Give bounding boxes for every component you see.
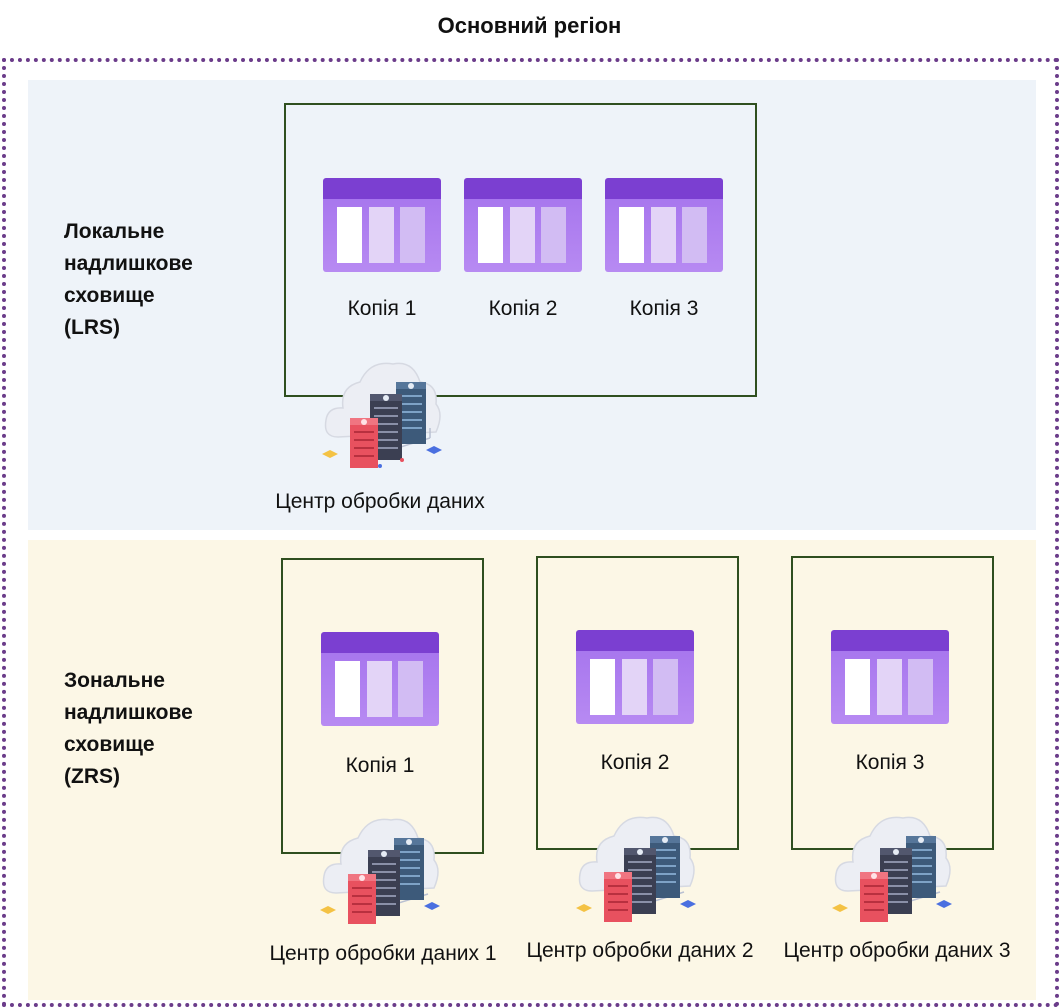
storage-account-icon xyxy=(831,630,949,724)
lrs-copy-label: Копія 3 xyxy=(629,297,699,320)
zrs-label: Зональне надлишкове сховище (ZRS) xyxy=(64,665,193,793)
zrs-label-line: Зональне xyxy=(64,669,165,692)
storage-account-icon xyxy=(605,178,723,272)
zrs-datacenter-label: Центр обробки даних 1 xyxy=(269,942,497,965)
zrs-band xyxy=(28,540,1036,1000)
storage-account-icon xyxy=(576,630,694,724)
zrs-copy-label: Копія 2 xyxy=(600,751,670,774)
storage-account-icon xyxy=(323,178,441,272)
lrs-label: Локальне надлишкове сховище (LRS) xyxy=(64,216,193,344)
lrs-label-line: Локальне xyxy=(64,220,165,243)
zrs-datacenter-label: Центр обробки даних 3 xyxy=(783,939,1011,962)
lrs-datacenter-label: Центр обробки даних xyxy=(275,490,485,513)
lrs-copy-label: Копія 2 xyxy=(488,297,558,320)
lrs-copy-label: Копія 1 xyxy=(347,297,417,320)
datacenter-cloud-icon xyxy=(316,798,446,928)
lrs-datacenter-box xyxy=(284,103,757,397)
region-frame xyxy=(2,58,1059,1007)
datacenter-cloud-icon xyxy=(318,342,448,472)
lrs-label-line: сховище xyxy=(64,284,155,307)
zrs-copy-label: Копія 3 xyxy=(855,751,925,774)
lrs-band xyxy=(28,80,1036,530)
storage-account-icon xyxy=(464,178,582,272)
zrs-datacenter-label: Центр обробки даних 2 xyxy=(526,939,754,962)
zrs-label-line: (ZRS) xyxy=(64,765,120,788)
storage-account-icon xyxy=(321,632,439,726)
zrs-label-line: сховище xyxy=(64,733,155,756)
datacenter-cloud-icon xyxy=(572,796,702,926)
zrs-copy-label: Копія 1 xyxy=(345,754,415,777)
zrs-label-line: надлишкове xyxy=(64,701,193,724)
datacenter-cloud-icon xyxy=(828,796,958,926)
lrs-label-line: (LRS) xyxy=(64,316,120,339)
lrs-label-line: надлишкове xyxy=(64,252,193,275)
region-title: Основний регіон xyxy=(437,13,622,38)
